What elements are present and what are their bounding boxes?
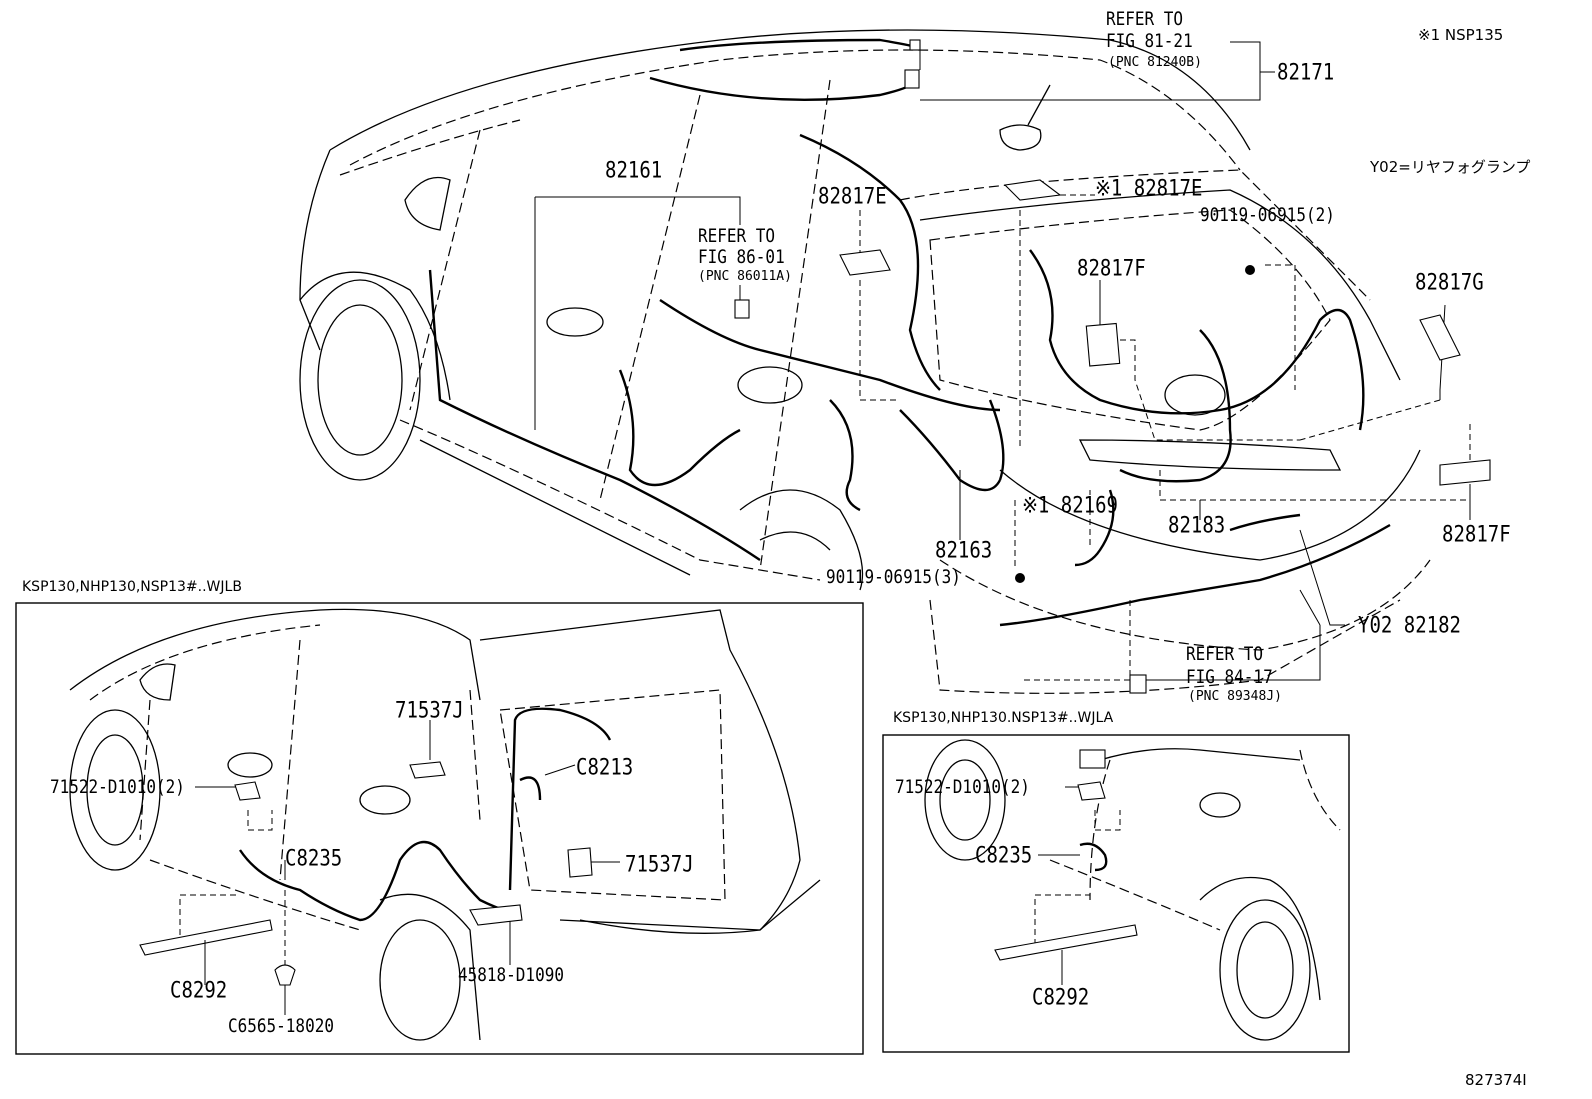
part-82817F-a[interactable]: 82817F (1077, 255, 1146, 281)
refer-81-line2: FIG 81-21 (1106, 29, 1193, 52)
refer-86-line2: FIG 86-01 (698, 245, 785, 268)
inset-left-part-C8235[interactable]: C8235 (285, 845, 343, 871)
part-90119-06915-2[interactable]: 90119-06915(2) (1200, 203, 1335, 226)
main-harness-wires (428, 38, 1391, 627)
inset-left-vehicle (69, 608, 821, 1041)
refer-84-line2: FIG 84-17 (1186, 665, 1273, 688)
part-82183[interactable]: 82183 (1168, 512, 1226, 538)
part-Y02-82182[interactable]: Y02 82182 (1358, 612, 1461, 638)
main-vehicle-outline (299, 29, 1431, 694)
refer-86-line1: REFER TO (698, 224, 776, 247)
inset-right-wires (1079, 842, 1108, 872)
inset-right-vehicle (924, 739, 1341, 1041)
inset-left-part-45818-D1090[interactable]: 45818-D1090 (458, 963, 564, 986)
inset-left-part-C8213[interactable]: C8213 (576, 754, 634, 780)
part-82817G[interactable]: 82817G (1415, 269, 1484, 295)
part-82817E-a[interactable]: 82817E (818, 183, 887, 209)
refer-81-line1: REFER TO (1106, 7, 1184, 30)
part-82161[interactable]: 82161 (605, 157, 663, 183)
inset-left-part-C6565-18020[interactable]: C6565-18020 (228, 1014, 334, 1037)
inset-right-frame (882, 734, 1350, 1053)
inset-right-header: KSP130,NHP130.NSP13#..WJLA (893, 710, 1114, 726)
part-82171[interactable]: 82171 (1277, 59, 1335, 85)
part-82169[interactable]: ※1 82169 (1022, 492, 1118, 518)
note-nsp135: ※1 NSP135 (1418, 26, 1504, 44)
part-82817F-b[interactable]: 82817F (1442, 521, 1511, 547)
refer-86-pnc: (PNC 86011A) (698, 269, 792, 284)
inset-left-part-71537J-a[interactable]: 71537J (395, 697, 464, 723)
main-parts (734, 39, 1491, 694)
inset-right-part-C8292[interactable]: C8292 (1032, 984, 1090, 1010)
inset-left-part-71522-D1010[interactable]: 71522-D1010(2) (50, 775, 185, 798)
inset-left-frame (15, 602, 864, 1055)
inset-left-leaders (139, 720, 620, 1015)
part-82817E-b[interactable]: ※1 82817E (1095, 175, 1203, 201)
inset-left-part-71537J-b[interactable]: 71537J (625, 851, 694, 877)
refer-84-pnc: (PNC 89348J) (1188, 689, 1282, 704)
part-82163[interactable]: 82163 (935, 537, 993, 563)
inset-left-part-C8292[interactable]: C8292 (170, 977, 228, 1003)
note-y02-rear-fog: Y02=リヤフォグランプ (1370, 158, 1531, 176)
inset-right-part-C8235[interactable]: C8235 (975, 842, 1033, 868)
figure-id: 827374I (1465, 1071, 1527, 1089)
refer-81-pnc: (PNC 81240B) (1108, 55, 1202, 70)
inset-left-wires (239, 707, 612, 922)
inset-left-header: KSP130,NHP130,NSP13#..WJLB (22, 579, 242, 595)
inset-right-leaders (994, 781, 1138, 985)
part-90119-06915-3[interactable]: 90119-06915(3) (826, 565, 961, 588)
main-leader-lines (534, 41, 1471, 681)
inset-right-part-71522-D1010[interactable]: 71522-D1010(2) (895, 775, 1030, 798)
refer-84-line1: REFER TO (1186, 642, 1264, 665)
